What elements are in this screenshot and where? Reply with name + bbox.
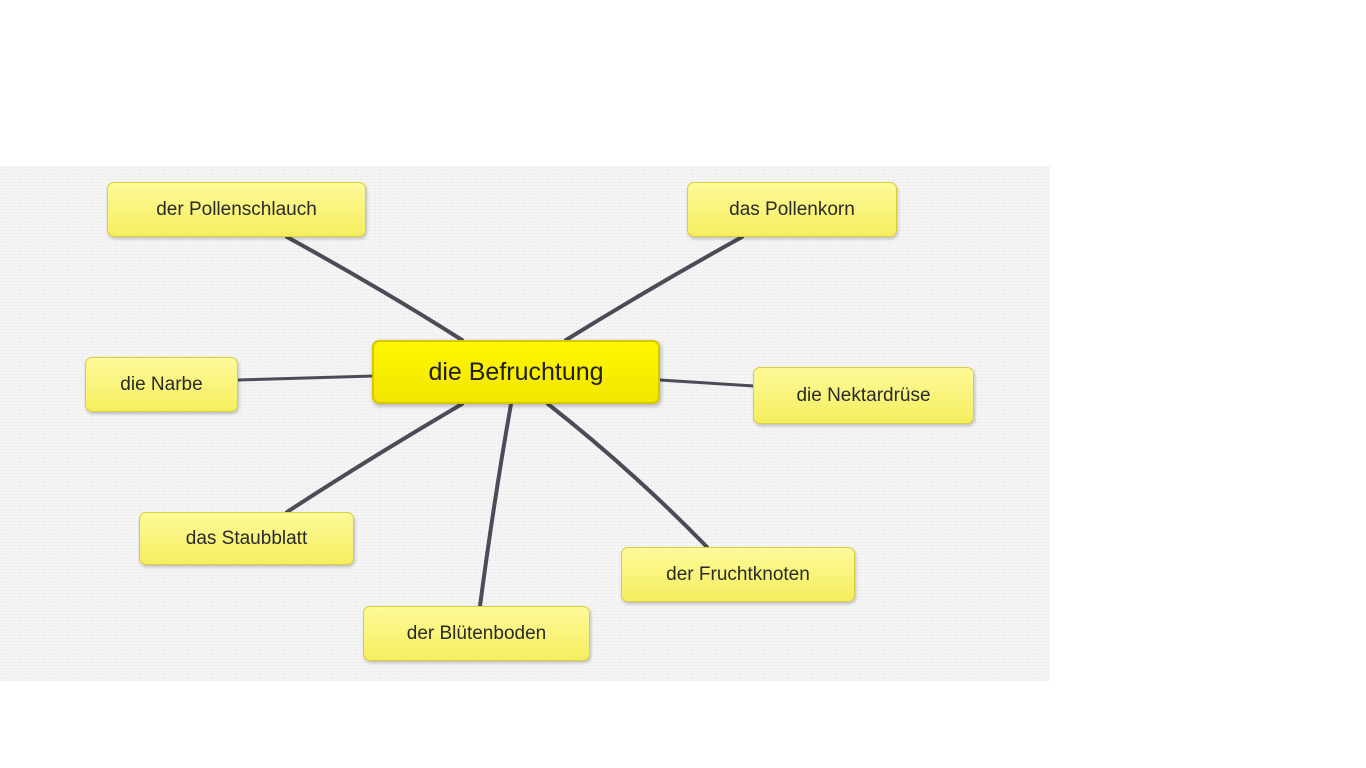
node-label: das Staubblatt [185, 527, 308, 549]
link-nektarduese [658, 378, 756, 388]
node-central-label: die Befruchtung [428, 357, 604, 386]
link-bluetenboden [478, 402, 513, 608]
node-fruchtknoten[interactable]: der Fruchtknoten [621, 547, 855, 602]
node-pollenkorn[interactable]: das Pollenkorn [687, 182, 897, 237]
node-narbe[interactable]: die Narbe [85, 357, 238, 412]
link-pollenkorn [564, 235, 744, 342]
node-label: der Blütenboden [406, 622, 547, 644]
node-label: der Fruchtknoten [666, 563, 810, 585]
link-fruchtknoten [546, 402, 709, 549]
node-label: das Pollenkorn [729, 198, 855, 220]
link-pollenschlauch [285, 235, 464, 342]
node-label: der Pollenschlauch [156, 198, 317, 220]
node-label: die Nektardrüse [796, 384, 931, 406]
link-staubblatt [285, 402, 464, 514]
node-label: die Narbe [120, 373, 203, 395]
node-bluetenboden[interactable]: der Blütenboden [363, 606, 590, 661]
node-nektarduese[interactable]: die Nektardrüse [753, 367, 974, 424]
link-narbe [236, 374, 376, 382]
node-pollenschlauch[interactable]: der Pollenschlauch [107, 182, 366, 237]
node-staubblatt[interactable]: das Staubblatt [139, 512, 354, 565]
node-central-befruchtung[interactable]: die Befruchtung [372, 340, 660, 404]
